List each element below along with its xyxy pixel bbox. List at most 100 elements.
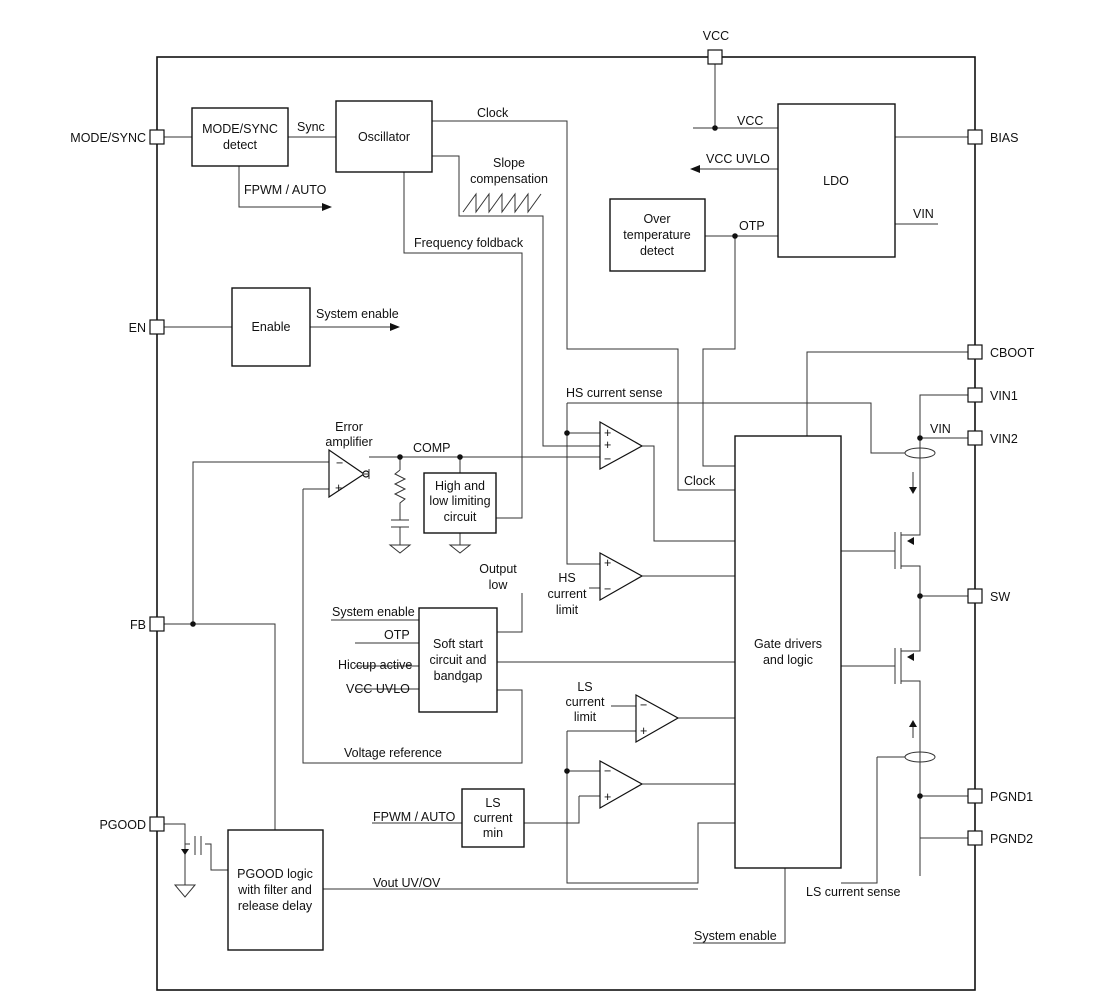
svg-text:PGND1: PGND1: [990, 790, 1033, 804]
svg-text:+: +: [335, 481, 342, 495]
mode-sync-detect-block: MODE/SYNC detect: [191, 107, 289, 167]
pin-fb: FB: [130, 616, 165, 632]
label-ss-vcc-uvlo: VCC UVLO: [346, 682, 410, 696]
label-ls: LS: [577, 680, 592, 694]
soft-start-block: Soft start circuit and bandgap: [418, 607, 498, 713]
svg-text:Enable: Enable: [252, 320, 291, 334]
svg-text:+: +: [604, 556, 611, 570]
arrowheads: [322, 165, 700, 331]
svg-text:circuit and: circuit and: [430, 653, 487, 667]
svg-text:temperature: temperature: [623, 228, 690, 242]
svg-text:VIN2: VIN2: [990, 432, 1018, 446]
svg-text:Soft start: Soft start: [433, 637, 484, 651]
label-slope: Slope: [493, 156, 525, 170]
svg-text:VCC: VCC: [703, 29, 729, 43]
svg-text:low limiting: low limiting: [429, 494, 490, 508]
pin-vin1: VIN1: [967, 387, 1018, 403]
label-ls-current: current: [566, 695, 605, 709]
error-amplifier: − +: [328, 448, 370, 499]
label-hs-limit: limit: [556, 603, 579, 617]
label-vout-uv-ov: Vout UV/OV: [373, 876, 441, 890]
pgood-logic-block: PGOOD logic with filter and release dela…: [227, 829, 324, 951]
ls-current-limit-comparator: − +: [635, 693, 680, 744]
svg-text:LDO: LDO: [823, 174, 849, 188]
label-voltage-reference: Voltage reference: [344, 746, 442, 760]
label-output: Output: [479, 562, 517, 576]
label-fpwm-auto-bottom: FPWM / AUTO: [373, 810, 456, 824]
signal-labels: Sync Clock VCC VCC UVLO OTP VIN FPWM / A…: [244, 106, 951, 943]
svg-text:and logic: and logic: [763, 653, 813, 667]
label-vin-ldo: VIN: [913, 207, 934, 221]
pin-pgnd2: PGND2: [967, 830, 1033, 846]
pin-en: EN: [129, 319, 165, 335]
label-fpwm-auto-top: FPWM / AUTO: [244, 183, 327, 197]
oscillator-block: Oscillator: [335, 100, 433, 173]
label-ss-hiccup: Hiccup active: [338, 658, 412, 672]
label-ss-otp: OTP: [384, 628, 410, 642]
svg-text:+: +: [604, 438, 611, 452]
label-clock-gate: Clock: [684, 474, 716, 488]
gate-drivers-block: Gate drivers and logic: [734, 435, 842, 869]
label-sync: Sync: [297, 120, 325, 134]
pin-cboot: CBOOT: [967, 344, 1035, 360]
label-comp: COMP: [413, 441, 451, 455]
svg-text:PGOOD logic: PGOOD logic: [237, 867, 313, 881]
svg-text:detect: detect: [640, 244, 675, 258]
svg-text:VIN1: VIN1: [990, 389, 1018, 403]
svg-text:LS: LS: [485, 796, 500, 810]
svg-text:+: +: [604, 426, 611, 440]
svg-text:Over: Over: [643, 212, 670, 226]
over-temperature-block: Over temperature detect: [609, 198, 706, 272]
limiting-circuit-block: High and low limiting circuit: [423, 472, 497, 534]
pin-bias: BIAS: [967, 129, 1019, 145]
hs-current-limit-comparator: + −: [599, 551, 644, 602]
label-system-enable-bottom: System enable: [694, 929, 777, 943]
ls-comparator: − +: [599, 759, 644, 810]
label-hs: HS: [558, 571, 575, 585]
svg-text:MODE/SYNC: MODE/SYNC: [202, 122, 278, 136]
svg-text:−: −: [336, 456, 343, 470]
label-ss-system-enable: System enable: [332, 605, 415, 619]
svg-text:BIAS: BIAS: [990, 131, 1019, 145]
wires: [164, 64, 968, 944]
junction-dots: [190, 125, 923, 799]
pin-pgood: PGOOD: [99, 816, 165, 832]
svg-text:with filter and: with filter and: [237, 883, 312, 897]
svg-text:PGOOD: PGOOD: [99, 818, 146, 832]
label-system-enable-out: System enable: [316, 307, 399, 321]
svg-text:CBOOT: CBOOT: [990, 346, 1035, 360]
label-ls-current-sense: LS current sense: [806, 885, 901, 899]
hs-pwm-comparator: + + −: [599, 420, 644, 471]
pin-sw: SW: [967, 588, 1010, 604]
label-frequency-foldback: Frequency foldback: [414, 236, 524, 250]
svg-text:current: current: [474, 811, 513, 825]
svg-text:High and: High and: [435, 479, 485, 493]
svg-text:+: +: [604, 790, 611, 804]
svg-text:EN: EN: [129, 321, 146, 335]
svg-text:−: −: [640, 698, 647, 712]
ldo-block: LDO: [777, 103, 896, 258]
ls-current-min-block: LS current min: [461, 788, 525, 848]
pin-vcc: VCC: [703, 29, 729, 65]
svg-text:−: −: [604, 582, 611, 596]
label-compensation: compensation: [470, 172, 548, 186]
label-hs-current: current: [548, 587, 587, 601]
enable-block: Enable: [231, 287, 311, 367]
label-ls-limit: limit: [574, 710, 597, 724]
svg-text:SW: SW: [990, 590, 1010, 604]
svg-text:detect: detect: [223, 138, 258, 152]
label-error: Error: [335, 420, 363, 434]
svg-text:+: +: [640, 724, 647, 738]
label-vin-node: VIN: [930, 422, 951, 436]
svg-text:−: −: [604, 764, 611, 778]
svg-text:Oscillator: Oscillator: [358, 130, 410, 144]
pin-vin2: VIN2: [967, 430, 1018, 446]
chip-outline: [156, 56, 976, 991]
label-low: low: [489, 578, 509, 592]
svg-text:PGND2: PGND2: [990, 832, 1033, 846]
pin-mode-sync: MODE/SYNC: [70, 129, 165, 145]
svg-text:bandgap: bandgap: [434, 669, 483, 683]
label-hs-current-sense: HS current sense: [566, 386, 663, 400]
svg-text:Gate drivers: Gate drivers: [754, 637, 822, 651]
